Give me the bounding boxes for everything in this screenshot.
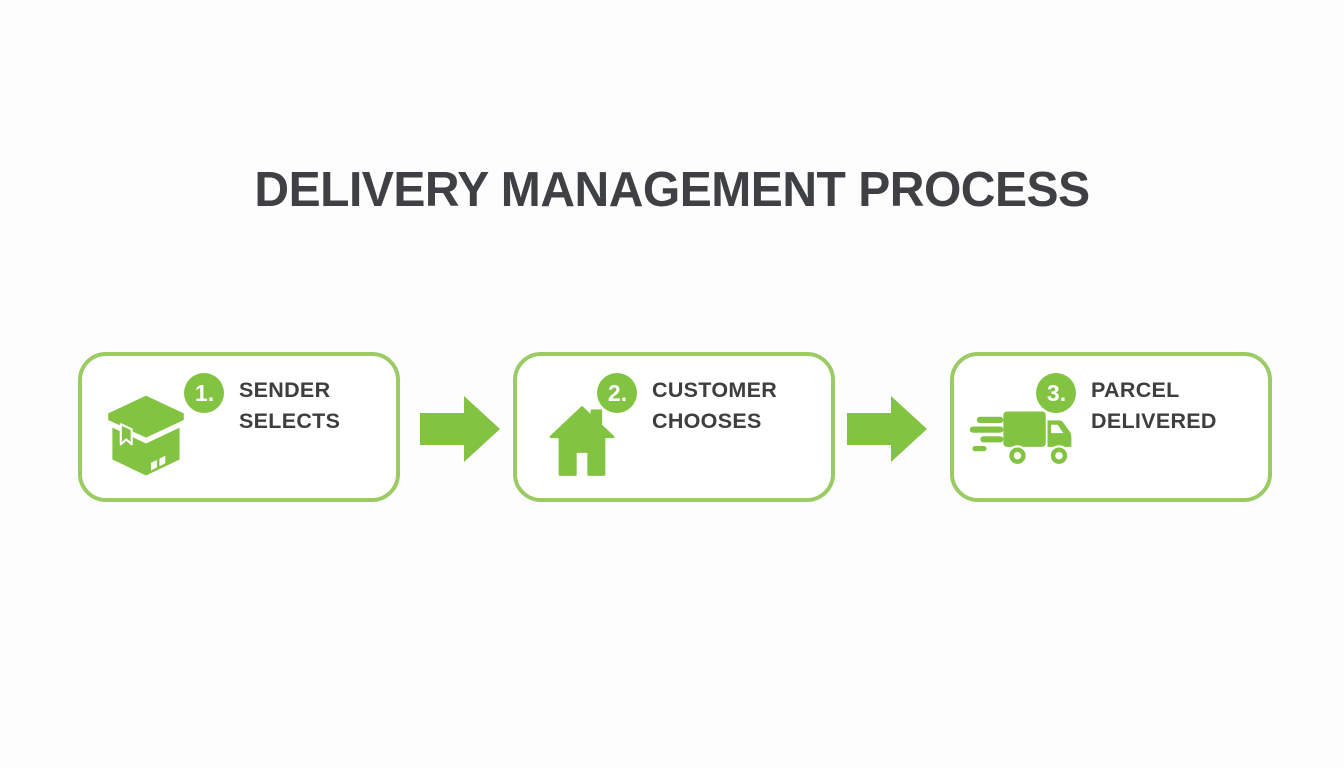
step-box-parcel-delivered: 3. PARCEL DELIVERED	[950, 352, 1272, 502]
step-label: CUSTOMER CHOOSES	[652, 375, 777, 437]
step-box-customer-chooses: 2. CUSTOMER CHOOSES	[513, 352, 835, 502]
step-header: 3. PARCEL DELIVERED	[1036, 373, 1217, 437]
step-label-line1: PARCEL	[1091, 378, 1180, 402]
step-number-badge: 3.	[1036, 373, 1076, 413]
step-label-line1: SENDER	[239, 378, 331, 402]
house-icon	[541, 400, 623, 482]
step-label-line2: CHOOSES	[652, 409, 762, 433]
step-header: 1. SENDER SELECTS	[184, 373, 340, 437]
step-label: SENDER SELECTS	[239, 375, 340, 437]
step-label-line1: CUSTOMER	[652, 378, 778, 402]
package-icon	[104, 392, 188, 480]
step-number-badge: 2.	[597, 373, 637, 413]
step-label-line2: DELIVERED	[1091, 409, 1217, 433]
step-label-line2: SELECTS	[239, 409, 341, 433]
arrow-right-icon	[847, 396, 927, 462]
arrow-right-icon	[420, 396, 500, 462]
truck-icon	[968, 406, 1074, 470]
step-number-badge: 1.	[184, 373, 224, 413]
step-label: PARCEL DELIVERED	[1091, 375, 1217, 437]
page-title: DELIVERY MANAGEMENT PROCESS	[254, 163, 1090, 217]
step-header: 2. CUSTOMER CHOOSES	[597, 373, 777, 437]
step-box-sender-selects: 1. SENDER SELECTS	[78, 352, 400, 502]
